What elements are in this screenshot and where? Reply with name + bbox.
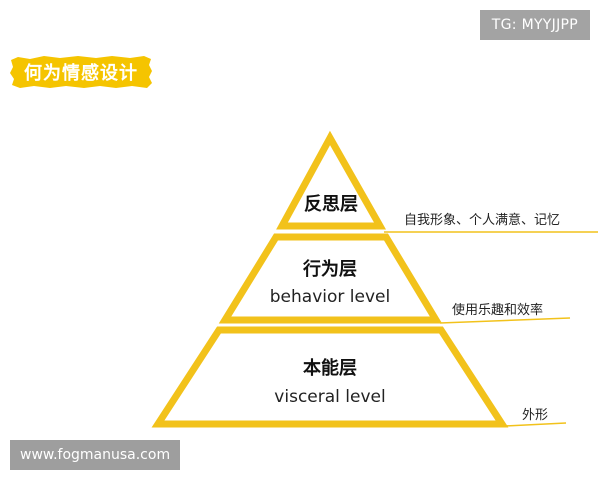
brush-banner-shape [10, 56, 152, 88]
page-title: 何为情感设计 [24, 63, 138, 84]
visceral-level-subtitle: visceral level [274, 387, 386, 407]
visceral-side-label: 外形 [522, 408, 549, 423]
tag-badge: TG: MYYJJPP [479, 10, 590, 40]
pyramid-top-tier [276, 130, 387, 230]
watermark-text: www.fogmanusa.com [20, 447, 171, 463]
pyramid-middle-tier [218, 233, 443, 324]
title-banner: 何为情感设计 [8, 54, 154, 90]
tag-badge-text: TG: MYYJJPP [491, 17, 578, 33]
behavior-level-subtitle: behavior level [269, 287, 391, 307]
visceral-level-title: 本能层 [303, 358, 357, 379]
behavior-side-label: 使用乐趣和效率 [452, 303, 544, 318]
behavior-level-title: 行为层 [303, 259, 357, 280]
reflective-side-label: 自我形象、个人满意、记忆 [404, 213, 561, 228]
connector-line-middle [439, 317, 571, 324]
reflective-level-title: 反思层 [304, 194, 358, 215]
pyramid-bottom-tier [151, 326, 509, 428]
connector-line-bottom [504, 422, 567, 427]
watermark: www.fogmanusa.com [10, 440, 181, 470]
